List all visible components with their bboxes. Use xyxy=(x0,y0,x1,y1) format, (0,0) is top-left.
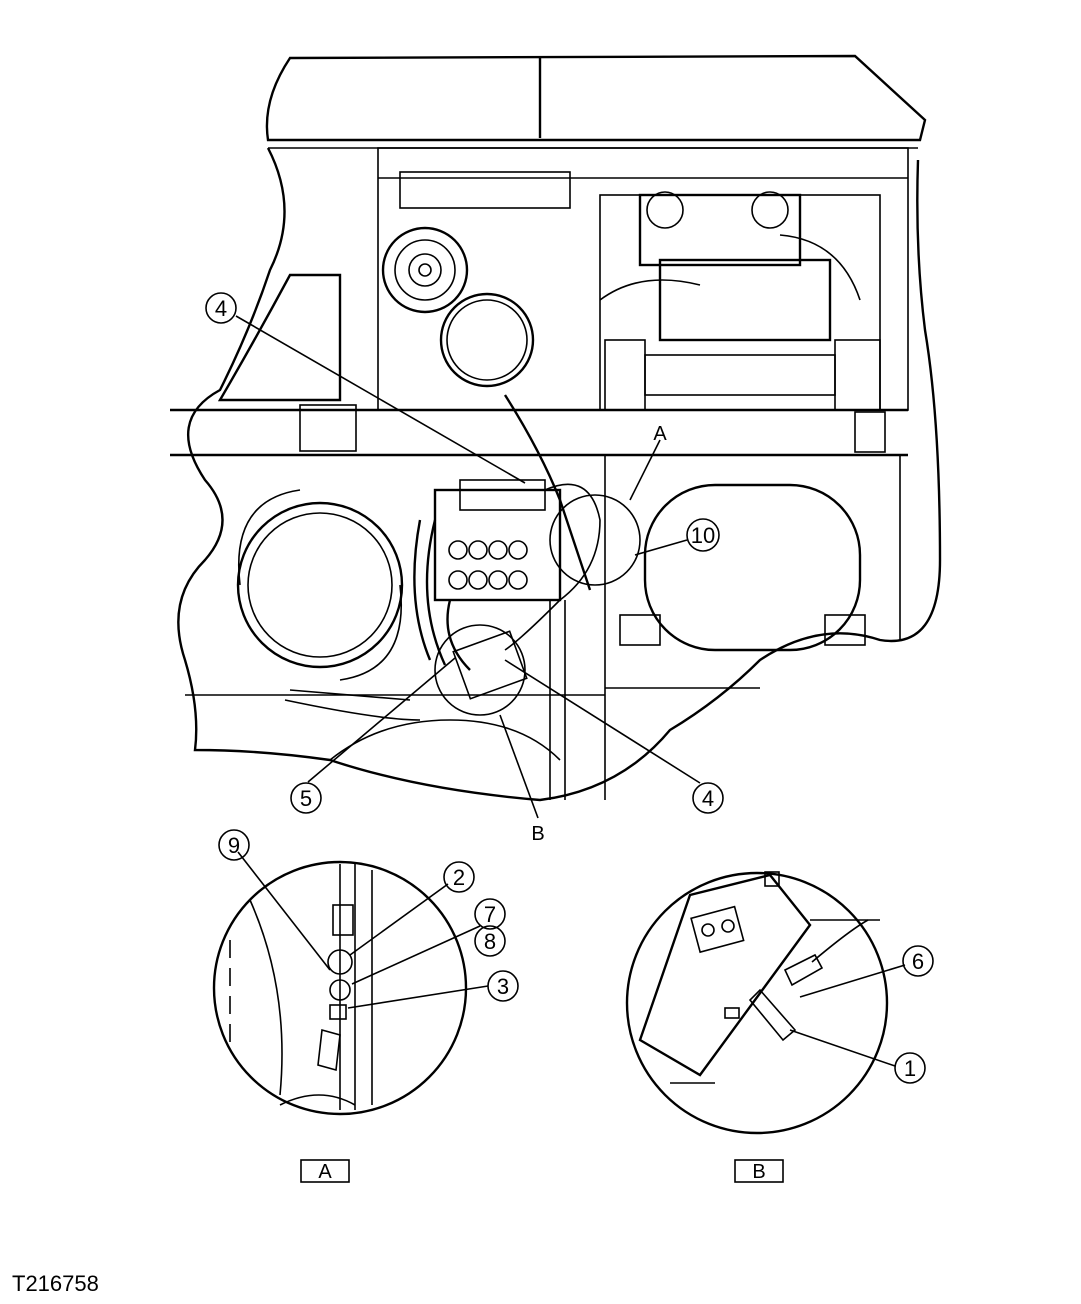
tank-opening xyxy=(236,501,404,669)
svg-text:6: 6 xyxy=(912,949,924,974)
svg-text:10: 10 xyxy=(691,523,715,548)
view-letter-b: B xyxy=(531,823,544,845)
detail-circle-b xyxy=(434,624,526,716)
callout-9: 9 xyxy=(218,829,250,861)
control-valve xyxy=(413,479,562,671)
break-line-left xyxy=(177,147,942,802)
svg-text:4: 4 xyxy=(702,786,714,811)
view-box-a: A xyxy=(300,1159,350,1183)
leader-lines-b xyxy=(789,964,906,1067)
callout-4-lower: 4 xyxy=(692,782,724,814)
callout-1: 1 xyxy=(894,1052,926,1084)
callout-10: 10 xyxy=(686,518,720,552)
svg-text:5: 5 xyxy=(300,786,312,811)
svg-text:B: B xyxy=(752,1161,765,1183)
access-cover xyxy=(439,292,535,388)
callout-5: 5 xyxy=(290,782,322,814)
svg-text:4: 4 xyxy=(215,296,227,321)
callout-8: 8 xyxy=(474,925,506,957)
detail-b xyxy=(625,871,889,1135)
pump-assembly xyxy=(599,191,881,411)
wire-harness xyxy=(503,394,592,591)
svg-text:3: 3 xyxy=(497,974,509,999)
oval-opening xyxy=(643,483,862,652)
leader-lines-a xyxy=(237,851,489,1009)
top-deck-panel xyxy=(265,54,927,142)
detail-a xyxy=(212,860,468,1116)
view-box-b: B xyxy=(734,1159,784,1183)
svg-text:9: 9 xyxy=(228,833,240,858)
callout-6: 6 xyxy=(902,945,934,977)
callout-7: 7 xyxy=(474,898,506,930)
svg-text:1: 1 xyxy=(904,1056,916,1081)
svg-text:2: 2 xyxy=(453,865,465,890)
main-view xyxy=(170,54,942,802)
figure-id: T216758 xyxy=(12,1271,99,1296)
view-letter-a: A xyxy=(653,423,667,445)
callout-4-upper: 4 xyxy=(205,292,237,324)
callout-2: 2 xyxy=(443,861,475,893)
leader-lines-main xyxy=(235,315,701,819)
side-deck-panel xyxy=(217,273,342,402)
svg-text:8: 8 xyxy=(484,929,496,954)
fan-hub xyxy=(381,226,469,314)
detail-circle-a xyxy=(549,494,641,586)
svg-text:7: 7 xyxy=(484,902,496,927)
callout-3: 3 xyxy=(487,970,519,1002)
svg-text:A: A xyxy=(318,1161,332,1183)
